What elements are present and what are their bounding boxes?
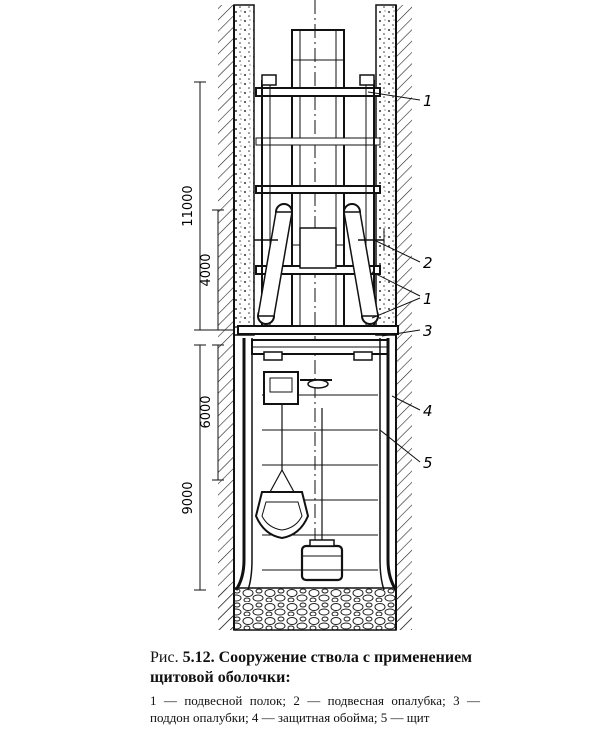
caption-legend: 1 — подвесной полок; 2 — подвесная опалу… <box>150 693 480 725</box>
suspended-formwork <box>253 203 385 325</box>
callout-leaders <box>367 91 421 463</box>
callout-1-lower: 1 <box>423 290 433 308</box>
callout-3: 3 <box>423 322 433 340</box>
winch-block <box>263 371 332 470</box>
dimension-label-4000: 4000 <box>199 253 214 286</box>
caption-title: Рис. 5.12. Сооружение ствола с применени… <box>150 648 480 688</box>
callout-5: 5 <box>423 454 433 472</box>
dimension-label-9000: 9000 <box>181 481 196 514</box>
caption-title-text: 5.12. Сооружение ствола с применением щи… <box>150 649 473 686</box>
pump-motor <box>300 408 344 582</box>
dimension-label-11000: 11000 <box>181 185 196 226</box>
kibble-bucket <box>254 469 310 540</box>
dimension-lines <box>194 81 234 591</box>
callout-2: 2 <box>423 254 433 272</box>
caption-lead: Рис. <box>150 649 179 666</box>
figure-caption: Рис. 5.12. Сооружение ствола с применени… <box>150 648 480 726</box>
shaft-bottom <box>218 587 412 631</box>
central-pipe <box>291 29 345 331</box>
shaft-diagram: 11000 4000 6000 9000 1 2 1 3 4 5 <box>181 0 433 631</box>
callout-1-upper: 1 <box>423 92 433 110</box>
formwork-tray <box>237 325 399 361</box>
dimension-label-6000: 6000 <box>199 395 214 428</box>
callout-4: 4 <box>423 402 433 420</box>
